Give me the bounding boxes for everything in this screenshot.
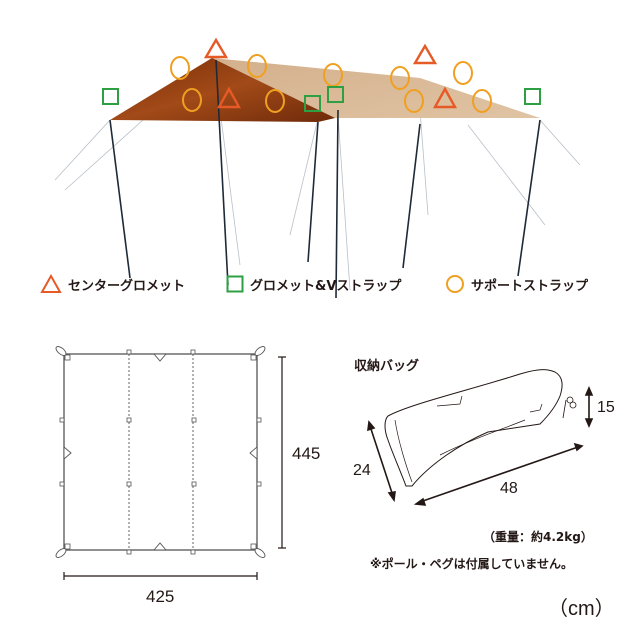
center-grommet-markers (203, 37, 458, 109)
circle-icon (446, 275, 464, 293)
plan-center-grommets (63, 353, 258, 551)
seam-lines (128, 354, 194, 550)
unit-label: （cm） (548, 598, 615, 620)
corner-straps (55, 346, 266, 558)
disclaimer-note: ※ポール・ペグは付属していません。 (370, 557, 573, 571)
bag-diameter-label: 24 (353, 462, 371, 479)
bag-length-label: 48 (500, 480, 518, 497)
bag-title: 収納バッグ (354, 359, 420, 374)
drawstring-icon (562, 396, 577, 419)
legend-item-center-grommet: センターグロメット (40, 270, 185, 298)
triangle-icon (40, 273, 62, 293)
grommet-v-strap-markers (102, 86, 541, 112)
dimension-lines (63, 356, 286, 580)
plan-width-label: 425 (146, 587, 175, 606)
tarp-dark-panel (110, 58, 335, 122)
tarp-illustration (54, 37, 581, 299)
legend-item-support-strap: サポートストラップ (445, 270, 588, 298)
weight-note: （重量：約4.2kg） (483, 530, 593, 544)
bag-height-label: 15 (597, 399, 615, 416)
poles (109, 59, 541, 299)
bag-dimension-arrows (367, 385, 594, 506)
legend-item-grommet-v-strap: グロメット&Vストラップ (226, 270, 401, 298)
legend-label: サポートストラップ (471, 278, 589, 294)
plan-height-label: 445 (292, 444, 321, 463)
square-icon (226, 275, 244, 293)
strap-loops (59, 349, 262, 555)
bag-body (384, 369, 563, 487)
legend-label: グロメット&Vストラップ (250, 278, 402, 294)
legend: センターグロメット グロメット&Vストラップ サポートストラップ (0, 270, 640, 298)
legend-label: センターグロメット (68, 278, 186, 294)
